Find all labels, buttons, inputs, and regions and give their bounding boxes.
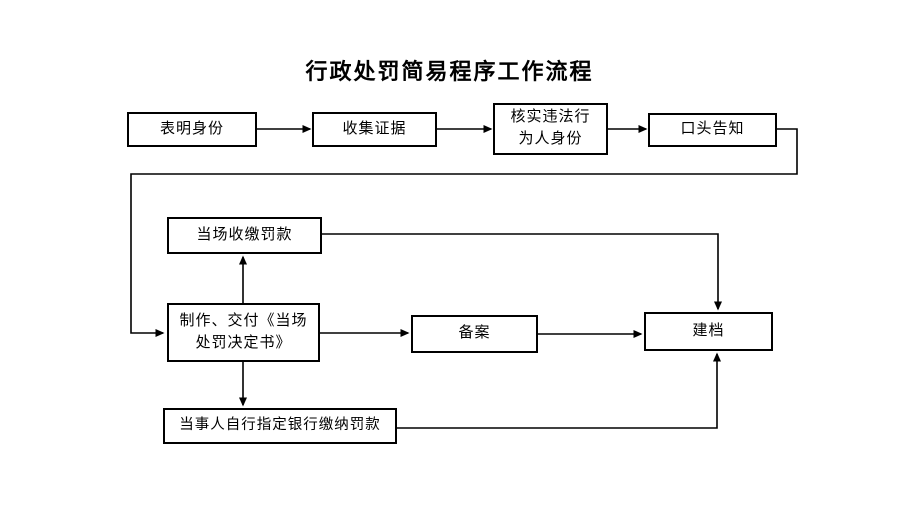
node-make-deliver-decision-line2: 处罚决定书》 <box>195 334 292 351</box>
node-filing-record: 备案 <box>411 315 538 353</box>
node-verify-offender-identity-line1: 核实违法行 <box>510 109 591 126</box>
edge-collect-to-archive <box>322 233 722 311</box>
edge-bank-to-archive <box>397 352 721 429</box>
node-verify-offender-identity-line2: 为人身份 <box>518 131 583 147</box>
node-make-deliver-decision-line1: 制作、交付《当场 <box>179 312 308 329</box>
node-oral-notification: 口头告知 <box>648 113 777 147</box>
node-show-identity-label: 表明身份 <box>159 120 224 137</box>
diagram-title: 行政处罚简易程序工作流程 <box>305 59 594 84</box>
node-bank-fine-payment: 当事人自行指定银行缴纳罚款 <box>163 408 397 444</box>
node-oral-notification-label: 口头告知 <box>680 121 745 138</box>
node-collect-evidence: 收集证据 <box>312 112 437 147</box>
node-show-identity: 表明身份 <box>127 112 257 147</box>
node-verify-offender-identity: 核实违法行 为人身份 <box>493 103 608 155</box>
node-collect-evidence-label: 收集证据 <box>342 120 407 137</box>
node-bank-fine-payment-label: 当事人自行指定银行缴纳罚款 <box>179 417 381 434</box>
node-make-deliver-decision: 制作、交付《当场 处罚决定书》 <box>167 303 320 362</box>
node-filing-record-label: 备案 <box>458 325 491 342</box>
node-create-archive: 建档 <box>644 312 773 351</box>
node-onsite-fine-collection-label: 当场收缴罚款 <box>196 226 293 243</box>
node-create-archive-label: 建档 <box>692 322 725 339</box>
node-onsite-fine-collection: 当场收缴罚款 <box>167 217 322 254</box>
